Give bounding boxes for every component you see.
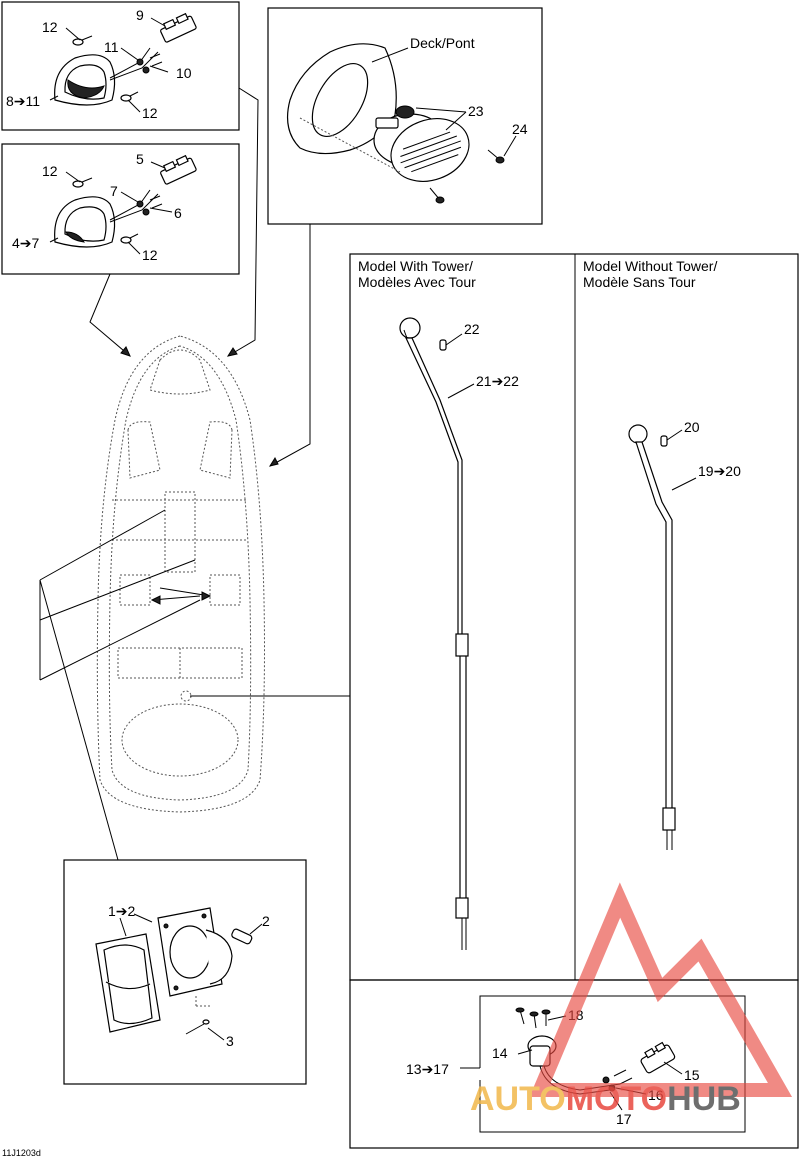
callout-13-17: 13➔17 bbox=[406, 1061, 449, 1077]
panel-all-around-light: Model With Tower/ Modèles Avec Tour 22 2… bbox=[349, 253, 799, 981]
callout-12d: 12 bbox=[142, 247, 158, 263]
callout-14: 14 bbox=[492, 1045, 508, 1061]
with-tower-title-1: Model With Tower/ bbox=[358, 258, 473, 274]
deck-label: Deck/Pont bbox=[410, 35, 475, 51]
panel-horn: Deck/Pont 23 24 bbox=[267, 7, 543, 225]
callout-23: 23 bbox=[468, 103, 484, 119]
svg-text:AUTOMOTOHUB: AUTOMOTOHUB bbox=[470, 1080, 741, 1118]
callout-21-22: 21➔22 bbox=[476, 373, 519, 389]
callout-12b: 12 bbox=[142, 105, 158, 121]
callout-4-7: 4➔7 bbox=[12, 235, 40, 251]
callout-12a: 12 bbox=[42, 19, 58, 35]
watermark-moto: MOTO bbox=[566, 1080, 667, 1118]
callout-2: 2 bbox=[262, 913, 270, 929]
callout-7: 7 bbox=[110, 183, 118, 199]
panel-courtesy-light: 1➔2 2 3 bbox=[63, 859, 307, 1085]
callout-9: 9 bbox=[136, 7, 144, 23]
pointer-lines bbox=[39, 509, 350, 861]
callout-8-11: 8➔11 bbox=[6, 93, 40, 109]
without-tower-title-1: Model Without Tower/ bbox=[583, 258, 717, 274]
callout-3: 3 bbox=[226, 1033, 234, 1049]
watermark-auto: AUTO bbox=[470, 1080, 566, 1118]
watermark-logo: AUTOMOTOHUB bbox=[470, 882, 793, 1118]
callout-19-20: 19➔20 bbox=[698, 463, 741, 479]
with-tower-title-2: Modèles Avec Tour bbox=[358, 274, 476, 290]
panel-navigation-light-1: 12 9 11 10 8➔11 12 bbox=[1, 1, 240, 131]
figure-code: 11J1203d bbox=[2, 1148, 41, 1158]
boat-outline bbox=[96, 335, 265, 813]
callout-1-2: 1➔2 bbox=[108, 903, 136, 919]
boat-leader-lines bbox=[89, 87, 311, 467]
callout-17: 17 bbox=[616, 1111, 632, 1127]
panel-navigation-light-2: 12 5 7 6 4➔7 12 bbox=[1, 143, 240, 275]
watermark-hub: HUB bbox=[667, 1080, 741, 1118]
without-tower-title-2: Modèle Sans Tour bbox=[583, 274, 696, 290]
callout-10: 10 bbox=[176, 65, 192, 81]
callout-5: 5 bbox=[136, 151, 144, 167]
callout-12c: 12 bbox=[42, 163, 58, 179]
watermark-triangle bbox=[529, 882, 793, 1097]
callout-22: 22 bbox=[464, 321, 480, 337]
callout-11: 11 bbox=[104, 39, 119, 55]
panel-socket: 18 14 13➔17 15 16 17 bbox=[349, 979, 799, 1149]
callout-6: 6 bbox=[174, 205, 182, 221]
callout-20: 20 bbox=[684, 419, 700, 435]
callout-24: 24 bbox=[512, 121, 528, 137]
callout-15: 15 bbox=[684, 1067, 700, 1083]
